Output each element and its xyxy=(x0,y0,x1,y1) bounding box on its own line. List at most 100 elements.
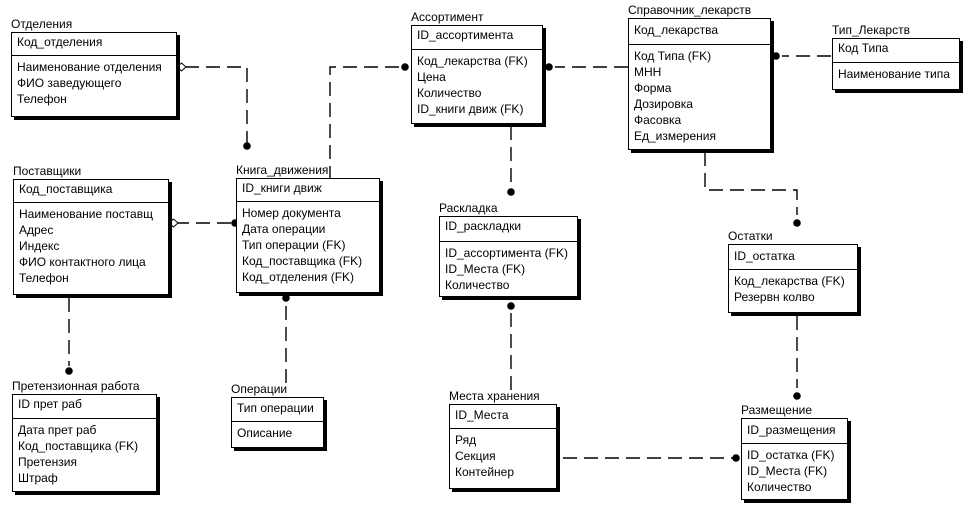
entity-ostatki: Остатки ID_остатка Код_лекарства (FK) Ре… xyxy=(728,230,858,313)
entity-spravochnik: Справочник_лекарств Код_лекарства Код Ти… xyxy=(628,4,771,150)
entity-attr: Форма xyxy=(634,81,672,95)
entity-attr: ID_ассортимента (FK) xyxy=(445,246,569,260)
entity-attr: Секция xyxy=(455,449,496,463)
entity-attr: ID_Места (FK) xyxy=(747,464,828,478)
entity-attr: Адрес xyxy=(19,223,54,237)
entity-attrs: Код Типа (FK) МНН Форма Дозировка Фасовк… xyxy=(629,45,770,144)
entity-title: Раскладка xyxy=(439,201,498,215)
entity-raskladka: Раскладка ID_раскладки ID_ассортимента (… xyxy=(439,202,578,297)
entity-attr: Контейнер xyxy=(455,465,515,479)
entity-attr: Код_поставщика (FK) xyxy=(18,439,139,453)
entity-pk: ID_книги движ xyxy=(237,179,379,202)
rel-end-dot xyxy=(243,142,251,150)
entity-attr: ID_книги движ (FK) xyxy=(417,102,524,116)
entity-title: Места хранения xyxy=(449,389,540,403)
rel-diamond-postavshchiki xyxy=(168,218,179,228)
entity-postavshchiki: Поставщики Код_поставщика Наименование п… xyxy=(13,165,169,295)
entity-attr: Наименование поставщ xyxy=(19,207,153,221)
entity-title: Ассортимент xyxy=(411,10,484,24)
rel-end-dot xyxy=(401,63,409,71)
entity-box: ID_размещения ID_остатка (FK) ID_Места (… xyxy=(741,418,848,500)
entity-operacii: Операции Тип операции Описание xyxy=(231,383,324,448)
entity-attr: Телефон xyxy=(17,92,67,106)
entity-box: ID_ассортимента Код_лекарства (FK) Цена … xyxy=(411,25,543,124)
entity-attr: Код_поставщика (FK) xyxy=(242,254,363,268)
entity-title: Претензионная работа xyxy=(12,379,140,393)
entity-attr: Количество xyxy=(445,278,510,292)
entity-attr: Дата прет раб xyxy=(18,423,97,437)
entity-attr: Код Типа (FK) xyxy=(634,49,712,63)
entity-pk: Код_отделения xyxy=(12,33,176,56)
entity-box: ID_остатка Код_лекарства (FK) Резервн ко… xyxy=(728,244,858,313)
rel-end-dot xyxy=(65,367,73,375)
entity-title: Тип_Лекарств xyxy=(832,23,910,37)
entity-box: Код_поставщика Наименование поставщ Адре… xyxy=(13,179,169,295)
entity-box: ID_книги движ Номер документа Дата опера… xyxy=(236,178,380,293)
entity-attrs: Ряд Секция Контейнер xyxy=(450,429,556,480)
rel-diamond-otdeleniya xyxy=(176,62,187,72)
entity-attr: Описание xyxy=(237,426,293,440)
entity-pk: Код_поставщика xyxy=(14,180,168,203)
entity-title: Остатки xyxy=(728,229,773,243)
entity-attrs: Дата прет раб Код_поставщика (FK) Претен… xyxy=(13,419,156,486)
entity-attr: Штраф xyxy=(18,471,58,485)
rel-end-dot xyxy=(732,454,740,462)
entity-pk: ID_раскладки xyxy=(440,217,577,242)
entity-attr: Код_отделения (FK) xyxy=(242,270,355,284)
entity-otdeleniya: Отделения Код_отделения Наименование отд… xyxy=(11,18,177,117)
entity-box: Тип операции Описание xyxy=(231,397,324,448)
entity-box: Код_лекарства Код Типа (FK) МНН Форма До… xyxy=(628,18,771,150)
entity-pk: ID_ассортимента xyxy=(412,26,542,50)
entity-attr: ФИО контактного лица xyxy=(19,255,146,269)
entity-attrs: Описание xyxy=(232,422,323,441)
entity-attr: Код_лекарства (FK) xyxy=(417,54,528,68)
entity-pk: ID_Места xyxy=(450,405,556,429)
entity-attr: Код_лекарства (FK) xyxy=(734,274,845,288)
entity-box: ID_раскладки ID_ассортимента (FK) ID_Мес… xyxy=(439,216,578,297)
entity-pk: Код_лекарства xyxy=(629,19,770,45)
entity-tip: Тип_Лекарств Код Типа Наименование типа xyxy=(832,24,960,90)
entity-pk: Тип операции xyxy=(232,398,323,422)
entity-mesta: Места хранения ID_Места Ряд Секция Конте… xyxy=(449,390,557,489)
entity-attrs: Наименование поставщ Адрес Индекс ФИО ко… xyxy=(14,203,168,286)
entity-pk: ID_остатка xyxy=(729,245,857,270)
entity-attrs: ID_остатка (FK) ID_Места (FK) Количество xyxy=(742,444,847,495)
rel-end-dot xyxy=(793,392,801,400)
entity-title: Справочник_лекарств xyxy=(628,3,752,17)
rel-end-dot xyxy=(793,219,801,227)
entity-attrs: ID_ассортимента (FK) ID_Места (FK) Колич… xyxy=(440,242,577,293)
entity-attr: Дозировка xyxy=(634,97,693,111)
entity-title: Отделения xyxy=(11,17,73,31)
entity-attr: Ряд xyxy=(455,433,477,447)
rel-end-dot xyxy=(282,294,290,302)
rel-end-dot xyxy=(507,302,515,310)
entity-attr: ID_Места (FK) xyxy=(445,262,526,276)
entity-attr: Наименование типа xyxy=(838,67,950,81)
entity-assortiment: Ассортимент ID_ассортимента Код_лекарств… xyxy=(411,11,543,124)
entity-attr: МНН xyxy=(634,65,662,79)
entity-attr: Тип операции (FK) xyxy=(242,238,346,252)
entity-attr: ID_остатка (FK) xyxy=(747,448,835,462)
entity-attr: Резервн колво xyxy=(734,290,815,304)
entity-pk: ID прет раб xyxy=(13,395,156,419)
entity-attrs: Наименование типа xyxy=(833,63,959,82)
entity-box: ID_Места Ряд Секция Контейнер xyxy=(449,404,557,489)
rel-spravochnik-ostatki xyxy=(704,152,798,215)
entity-pk: Код Типа xyxy=(833,39,959,63)
entity-title: Книга_движения xyxy=(236,163,329,177)
entity-attr: Наименование отделения xyxy=(17,60,162,74)
entity-pk: ID_размещения xyxy=(742,419,847,444)
entity-attr: Претензия xyxy=(18,455,77,469)
entity-attr: Количество xyxy=(747,480,812,494)
entity-attrs: Код_лекарства (FK) Цена Количество ID_кн… xyxy=(412,50,542,117)
rel-end-dot xyxy=(507,188,515,196)
entity-kniga: Книга_движения ID_книги движ Номер докум… xyxy=(236,164,380,293)
entity-attrs: Номер документа Дата операции Тип операц… xyxy=(237,202,379,285)
entity-razmeshchenie: Размещение ID_размещения ID_остатка (FK)… xyxy=(741,404,848,500)
entity-title: Размещение xyxy=(741,403,812,417)
entity-attr: Телефон xyxy=(19,271,69,285)
entity-attr: Индекс xyxy=(19,239,60,253)
entity-title: Операции xyxy=(231,382,288,396)
